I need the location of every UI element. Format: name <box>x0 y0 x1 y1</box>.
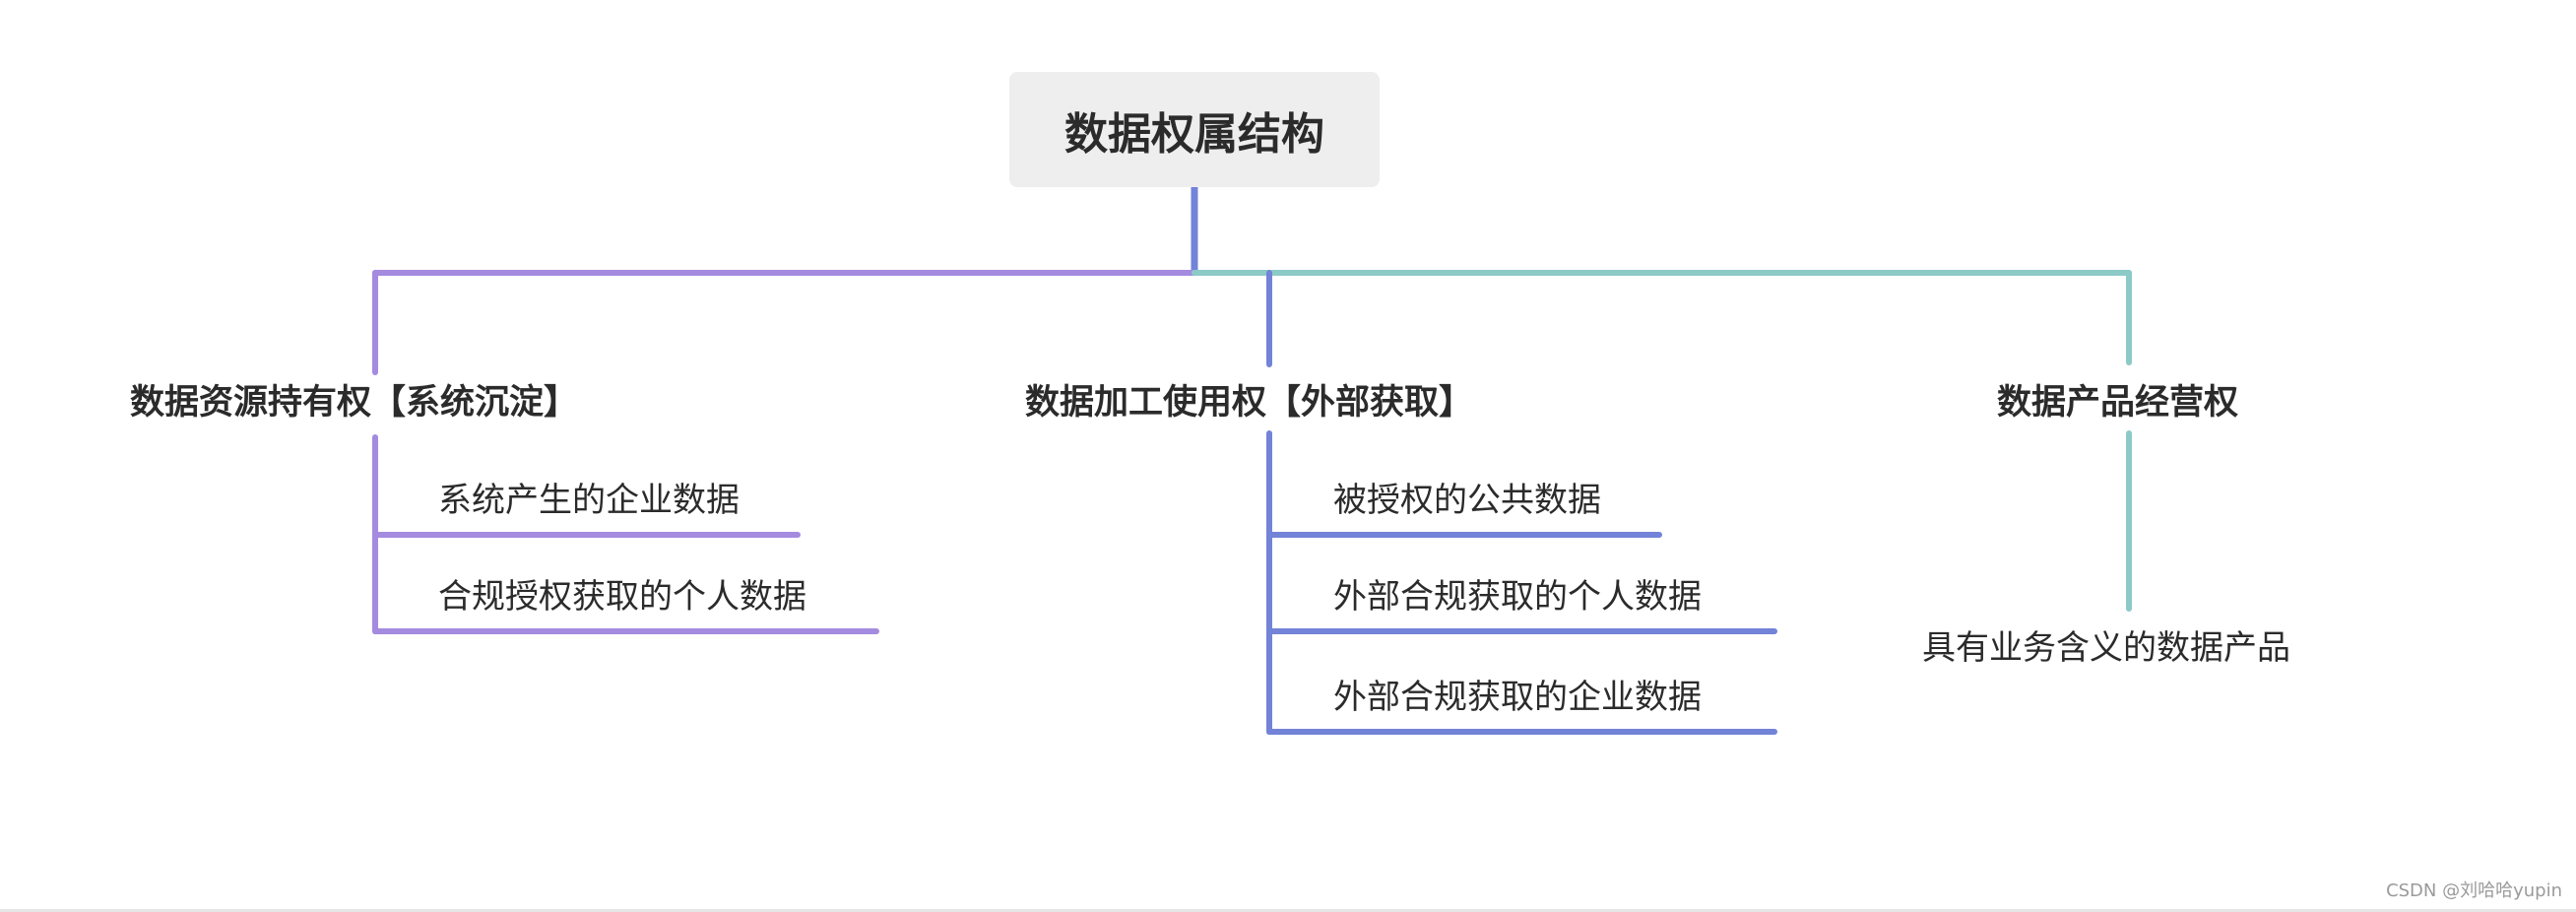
leaf-node-system-generated-enterprise-data[interactable]: 系统产生的企业数据 <box>438 481 740 520</box>
branch-node-data-processing-use[interactable]: 数据加工使用权【外部获取】 <box>1025 383 1474 423</box>
watermark-text: CSDN @刘哈哈yupin <box>2386 880 2562 901</box>
root-node-label: 数据权属结构 <box>1064 108 1324 160</box>
leaf-node-authorized-personal-data[interactable]: 合规授权获取的个人数据 <box>438 577 806 617</box>
leaf-node-authorized-public-data[interactable]: 被授权的公共数据 <box>1333 481 1601 520</box>
root-node[interactable]: 数据权属结构 <box>1009 72 1380 187</box>
leaf-node-external-personal-data[interactable]: 外部合规获取的个人数据 <box>1333 577 1702 617</box>
leaf-node-external-enterprise-data[interactable]: 外部合规获取的企业数据 <box>1333 678 1702 717</box>
branch-node-data-product-operation[interactable]: 数据产品经营权 <box>1997 383 2239 423</box>
leaf-node-business-data-product[interactable]: 具有业务含义的数据产品 <box>1922 628 2290 668</box>
branch-node-data-resource-holding[interactable]: 数据资源持有权【系统沉淀】 <box>130 383 579 423</box>
bottom-divider <box>0 909 2576 912</box>
